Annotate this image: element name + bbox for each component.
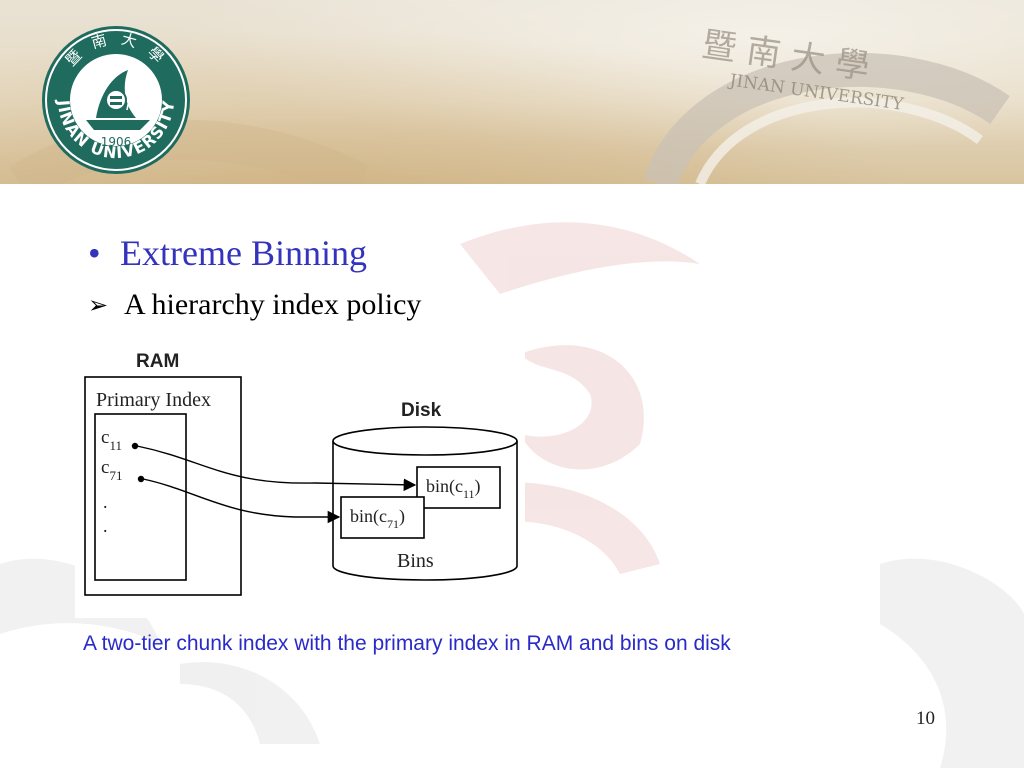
- bullet-dot-icon: •: [88, 233, 101, 273]
- ram-box: [84, 376, 242, 596]
- ellipsis-dot-2: .: [103, 516, 108, 536]
- disk-cylinder: [332, 426, 518, 581]
- jinan-university-seal: JINAN UNIVERSITY 暨 南 大 學 NJ 1906: [42, 26, 190, 174]
- bin-c11-box: [416, 466, 501, 509]
- arrow-c11-to-bin: [136, 445, 417, 492]
- slide-title-text: Extreme Binning: [120, 233, 367, 273]
- disk-label: Disk: [401, 400, 442, 421]
- bin-c71-label: bin(c71): [350, 506, 405, 531]
- slide-subtitle: ➢ A hierarchy index policy: [88, 288, 421, 322]
- svg-text:NJ: NJ: [126, 103, 138, 113]
- arrow-c71-to-bin: [142, 478, 341, 524]
- arrowhead-bullet-icon: ➢: [88, 292, 109, 319]
- primary-index-label: Primary Index: [96, 389, 211, 411]
- diagram-caption: A two-tier chunk index with the primary …: [83, 632, 731, 655]
- slide-title: • Extreme Binning: [88, 232, 367, 274]
- ellipsis-dot-1: .: [103, 492, 108, 512]
- bin-c71-box: [340, 496, 425, 539]
- campus-gate-watermark: 暨 南 大 學 JINAN UNIVERSITY: [9, 25, 1010, 184]
- bin-c11-label: bin(c11): [426, 476, 481, 501]
- ram-label: RAM: [136, 351, 179, 372]
- pointer-dot-c11: [131, 442, 139, 450]
- header-banner: 暨 南 大 學 JINAN UNIVERSITY JINAN UNIVERSIT…: [0, 0, 1024, 184]
- page-number: 10: [916, 708, 935, 729]
- entry-c71: c71: [101, 457, 122, 483]
- bins-label: Bins: [397, 550, 434, 572]
- entry-c11: c11: [101, 427, 122, 453]
- two-tier-index-diagram: RAM Primary Index c11 c71 . . Disk bin(c…: [75, 340, 525, 618]
- seal-year: 1906: [101, 135, 132, 149]
- primary-index-box: [94, 413, 187, 581]
- slide-subtitle-text: A hierarchy index policy: [124, 288, 422, 321]
- pointer-dot-c71: [137, 475, 145, 483]
